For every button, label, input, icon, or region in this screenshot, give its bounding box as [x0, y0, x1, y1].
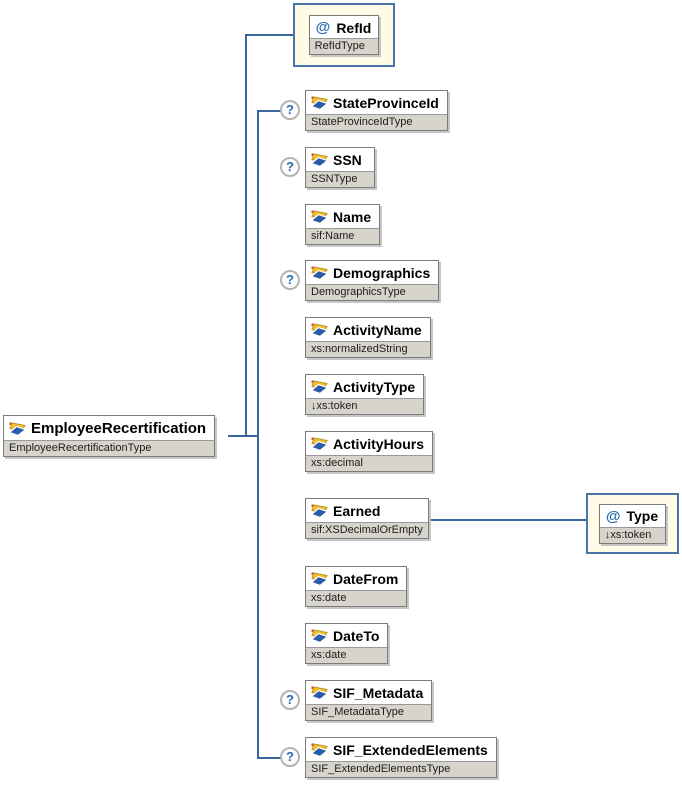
node-activityhours[interactable]: ActivityHours xs:decimal — [305, 431, 434, 472]
element-title: Earned — [306, 499, 428, 522]
element-name: DateFrom — [333, 571, 399, 587]
element-type: sif:Name — [306, 228, 380, 244]
root-name: EmployeeRecertification — [31, 420, 207, 437]
element-name: ActivityType — [333, 379, 416, 395]
type-name: Type — [626, 508, 659, 524]
root-type: EmployeeRecertificationType — [4, 440, 215, 456]
element-title: Demographics — [306, 261, 438, 284]
element-title: SIF_ExtendedElements — [306, 738, 496, 761]
element-name: DateTo — [333, 628, 380, 644]
element-type: SIF_MetadataType — [306, 704, 432, 720]
element-name: SIF_ExtendedElements — [333, 742, 488, 758]
node-name[interactable]: Name sif:Name — [305, 204, 381, 245]
element-type: sif:XSDecimalOrEmpty — [306, 522, 428, 538]
element-name: ActivityHours — [333, 436, 425, 452]
element-icon — [9, 421, 26, 436]
connector-first-child-stub — [257, 110, 285, 112]
node-employeerecertification[interactable]: EmployeeRecertification EmployeeRecertif… — [3, 415, 216, 457]
root-title: EmployeeRecertification — [4, 416, 214, 440]
element-name: SSN — [333, 152, 362, 168]
attribute-at-icon: @ — [605, 507, 621, 525]
element-name: Earned — [333, 503, 381, 519]
optional-question-icon: ? — [280, 100, 300, 120]
node-type-attribute[interactable]: @ Type ↓xs:token — [586, 493, 679, 554]
element-type: xs:date — [306, 647, 388, 663]
element-type: SSNType — [306, 171, 374, 187]
element-type: DemographicsType — [306, 284, 439, 300]
element-title: StateProvinceId — [306, 91, 447, 114]
element-icon — [311, 323, 328, 337]
optional-question-icon: ? — [280, 270, 300, 290]
element-title: SSN — [306, 148, 374, 171]
node-activityname[interactable]: ActivityName xs:normalizedString — [305, 317, 431, 358]
element-title: ActivityType — [306, 375, 423, 398]
element-title: DateTo — [306, 624, 387, 647]
element-title: ActivityName — [306, 318, 430, 341]
element-icon — [311, 686, 328, 700]
connector-root-horizontal — [228, 435, 259, 437]
optional-question-icon: ? — [280, 157, 300, 177]
element-name: Name — [333, 209, 372, 225]
element-icon — [311, 629, 328, 643]
node-ssn[interactable]: ? SSN SSNType — [280, 147, 375, 188]
element-icon — [311, 437, 328, 451]
type-title: @ Type — [600, 505, 665, 527]
element-name: SIF_Metadata — [333, 685, 424, 701]
element-name: ActivityName — [333, 322, 422, 338]
element-icon — [311, 743, 328, 757]
element-type: xs:decimal — [306, 455, 433, 471]
refid-title: @ RefId — [310, 16, 379, 38]
node-earned[interactable]: Earned sif:XSDecimalOrEmpty — [305, 498, 429, 539]
node-refid-attribute[interactable]: @ RefId RefIdType — [293, 3, 395, 67]
element-title: Name — [306, 205, 379, 228]
element-name: StateProvinceId — [333, 95, 439, 111]
connector-trunk-vertical — [257, 110, 259, 759]
element-type: ↓xs:token — [306, 398, 424, 414]
refid-type: RefIdType — [309, 38, 379, 54]
element-icon — [311, 572, 328, 586]
element-type: StateProvinceIdType — [306, 114, 447, 130]
optional-question-icon: ? — [280, 690, 300, 710]
element-icon — [311, 504, 328, 518]
optional-question-icon: ? — [280, 747, 300, 767]
element-title: SIF_Metadata — [306, 681, 431, 704]
refid-name: RefId — [336, 19, 372, 36]
node-datefrom[interactable]: DateFrom xs:date — [305, 566, 408, 607]
attribute-at-icon: @ — [315, 19, 331, 36]
connector-refid-horizontal — [245, 34, 295, 36]
element-title: DateFrom — [306, 567, 406, 590]
element-type: xs:normalizedString — [306, 341, 430, 357]
connector-refid-vertical — [245, 34, 247, 437]
type-type: ↓xs:token — [599, 526, 666, 543]
element-type: SIF_ExtendedElementsType — [306, 761, 496, 777]
connector-earned-to-type — [420, 519, 588, 521]
element-icon — [311, 380, 328, 394]
element-title: ActivityHours — [306, 432, 432, 455]
element-icon — [311, 153, 328, 167]
node-dateto[interactable]: DateTo xs:date — [305, 623, 389, 664]
element-icon — [311, 210, 328, 224]
connector-last-child-stub — [257, 757, 285, 759]
node-activitytype[interactable]: ActivityType ↓xs:token — [305, 374, 425, 415]
element-icon — [311, 96, 328, 110]
element-type: xs:date — [306, 590, 407, 606]
element-icon — [311, 266, 328, 280]
element-name: Demographics — [333, 265, 431, 281]
